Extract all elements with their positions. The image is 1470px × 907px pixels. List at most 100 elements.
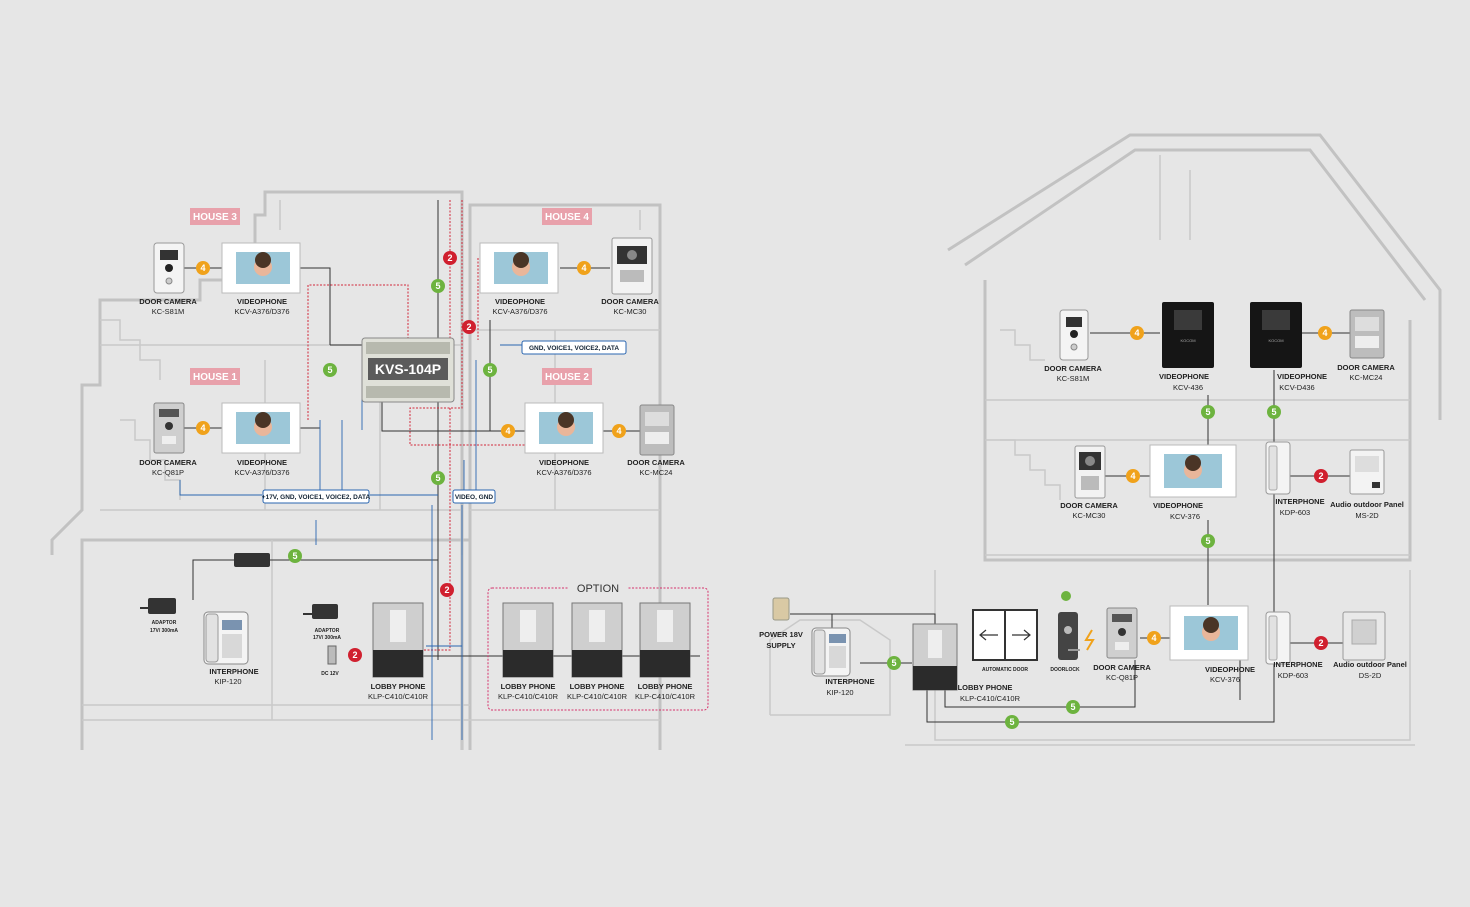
dc-12v-lock: DC 12V [321, 645, 339, 677]
svg-text:4: 4 [1134, 328, 1139, 338]
svg-text:KIP-120: KIP-120 [214, 677, 241, 686]
svg-text:VIDEO, GND: VIDEO, GND [455, 494, 494, 501]
badge-2: 2 [440, 583, 454, 597]
svg-text:VIDEOPHONE: VIDEOPHONE [1277, 372, 1327, 381]
videophone-house-4: VIDEOPHONE KCV-A376/D376 [479, 242, 559, 316]
interphone-kdp-603-upper: INTERPHONE KDP-603 [1265, 441, 1325, 517]
badge-5: 5 [323, 363, 337, 377]
svg-text:4: 4 [200, 263, 205, 273]
svg-text:VIDEOPHONE: VIDEOPHONE [1153, 501, 1203, 510]
svg-text:HOUSE 3: HOUSE 3 [193, 212, 237, 223]
badge-4: 4 [1147, 631, 1161, 645]
indicator-icon [1061, 591, 1071, 601]
svg-text:DOOR CAMERA: DOOR CAMERA [139, 297, 197, 306]
badge-5: 5 [431, 471, 445, 485]
svg-text:4: 4 [1151, 633, 1156, 643]
svg-text:KLP-C410/C410R: KLP-C410/C410R [635, 692, 696, 701]
svg-text:KC-S81M: KC-S81M [152, 307, 185, 316]
svg-text:5: 5 [1205, 536, 1210, 546]
svg-text:ADAPTOR: ADAPTOR [152, 620, 177, 626]
door-camera-kc-s81m-right: DOOR CAMERA KC-S81M [1044, 309, 1102, 383]
svg-text:GND, VOICE1, VOICE2, DATA: GND, VOICE1, VOICE2, DATA [529, 345, 619, 352]
videophone-house-3: VIDEOPHONE KCV-A376/D376 [221, 242, 301, 316]
videophone-house-2: VIDEOPHONE KCV-A376/D376 [524, 402, 604, 477]
house-2-label: HOUSE 2 [542, 368, 592, 385]
svg-text:DS-2D: DS-2D [1359, 671, 1382, 680]
svg-text:KLP-C410/C410R: KLP-C410/C410R [368, 692, 429, 701]
svg-text:LOBBY PHONE: LOBBY PHONE [371, 682, 426, 691]
svg-text:2: 2 [1318, 471, 1323, 481]
svg-text:17V/ 300mA: 17V/ 300mA [150, 628, 178, 634]
badge-5: 5 [1267, 405, 1281, 419]
svg-text:VIDEOPHONE: VIDEOPHONE [237, 458, 287, 467]
badge-2: 2 [1314, 469, 1328, 483]
svg-text:ADAPTOR: ADAPTOR [315, 628, 340, 634]
house-labels: HOUSE 3 HOUSE 4 HOUSE 1 HOUSE 2 [190, 208, 592, 385]
lobby-phone-option-1: LOBBY PHONE KLP-C410/C410R [498, 602, 559, 701]
svg-text:5: 5 [1205, 407, 1210, 417]
svg-text:KC-MC24: KC-MC24 [1350, 373, 1383, 382]
badge-5: 5 [1066, 700, 1080, 714]
svg-text:LOBBY PHONE: LOBBY PHONE [570, 682, 625, 691]
house-1-label: HOUSE 1 [190, 368, 240, 385]
svg-text:POWER 18V: POWER 18V [759, 630, 803, 639]
badge-5: 5 [1201, 534, 1215, 548]
videophone-house-1: VIDEOPHONE KCV-A376/D376 [221, 402, 301, 477]
svg-text:DOOR CAMERA: DOOR CAMERA [627, 458, 685, 467]
svg-text:DOOR CAMERA: DOOR CAMERA [1337, 363, 1395, 372]
svg-text:DOOR CAMERA: DOOR CAMERA [139, 458, 197, 467]
svg-text:DOORLOCK: DOORLOCK [1050, 667, 1080, 673]
svg-text:LOBBY PHONE: LOBBY PHONE [638, 682, 693, 691]
left-building-outline [50, 190, 662, 750]
svg-text:VIDEOPHONE: VIDEOPHONE [1205, 665, 1255, 674]
svg-text:OPTION: OPTION [577, 583, 619, 595]
svg-text:HOUSE 4: HOUSE 4 [545, 212, 589, 223]
svg-text:KC-Q81P: KC-Q81P [152, 468, 184, 477]
badge-5: 5 [887, 656, 901, 670]
svg-text:2: 2 [1318, 638, 1323, 648]
svg-text:DOOR CAMERA: DOOR CAMERA [1093, 663, 1151, 672]
svg-text:KDP-603: KDP-603 [1278, 671, 1308, 680]
door-camera-kc-mc30-left: DOOR CAMERA KC-MC30 [601, 237, 659, 316]
svg-text:4: 4 [1130, 471, 1135, 481]
badge-4: 4 [501, 424, 515, 438]
right-wiring [790, 332, 1350, 723]
svg-text:5: 5 [292, 551, 297, 561]
badge-5: 5 [288, 549, 302, 563]
lobby-phone-right: LOBBY PHONE KLP-C410/C410R [912, 623, 1021, 703]
svg-text:HOUSE 2: HOUSE 2 [545, 372, 589, 383]
svg-text:KC-S81M: KC-S81M [1057, 374, 1090, 383]
badge-4: 4 [577, 261, 591, 275]
svg-text:KC-MC30: KC-MC30 [1073, 511, 1106, 520]
lobby-phone-option-3: LOBBY PHONE KLP-C410/C410R [635, 602, 696, 701]
svg-text:4: 4 [581, 263, 586, 273]
badge-4: 4 [1126, 469, 1140, 483]
badge-5: 5 [1005, 715, 1019, 729]
svg-text:DOOR CAMERA: DOOR CAMERA [601, 297, 659, 306]
badge-5: 5 [431, 279, 445, 293]
lobby-phone-option-2: LOBBY PHONE KLP-C410/C410R [567, 602, 628, 701]
adaptor-center: ADAPTOR 17V/ 300mA [303, 604, 341, 641]
svg-text:KDP-603: KDP-603 [1280, 508, 1310, 517]
svg-text:LOBBY PHONE: LOBBY PHONE [958, 683, 1013, 692]
svg-text:4: 4 [505, 426, 510, 436]
option-group: OPTION [487, 582, 709, 711]
badge-5: 5 [483, 363, 497, 377]
svg-text:2: 2 [352, 650, 357, 660]
badge-4: 4 [196, 421, 210, 435]
badge-4: 4 [196, 261, 210, 275]
svg-text:KCV-376: KCV-376 [1210, 675, 1240, 684]
svg-text:MS-2D: MS-2D [1355, 511, 1379, 520]
svg-text:5: 5 [435, 473, 440, 483]
svg-text:+17V, GND, VOICE1, VOICE2, DAT: +17V, GND, VOICE1, VOICE2, DATA [262, 494, 371, 501]
svg-text:LOBBY PHONE: LOBBY PHONE [501, 682, 556, 691]
svg-text:4: 4 [616, 426, 621, 436]
svg-text:4: 4 [1322, 328, 1327, 338]
badge-2: 2 [1314, 636, 1328, 650]
svg-text:INTERPHONE: INTERPHONE [1273, 660, 1322, 669]
svg-text:5: 5 [1070, 702, 1075, 712]
svg-text:17V/ 300mA: 17V/ 300mA [313, 635, 341, 641]
svg-text:Audio outdoor Panel: Audio outdoor Panel [1330, 500, 1404, 509]
svg-text:VIDEOPHONE: VIDEOPHONE [1159, 372, 1209, 381]
